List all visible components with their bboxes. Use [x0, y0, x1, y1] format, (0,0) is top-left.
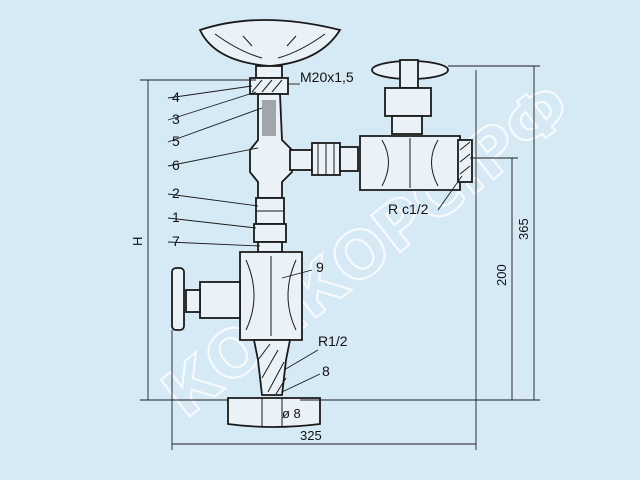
part-number-4: 4 — [172, 89, 180, 105]
part-number-9: 9 — [316, 259, 324, 275]
thread-label-right: R c1/2 — [388, 201, 429, 217]
dimension-lines — [140, 65, 540, 450]
bottom-fitting — [227, 339, 321, 428]
part-number-3: 3 — [172, 111, 180, 127]
part-number-6: 6 — [172, 157, 180, 173]
dimension-diameter: ø 8 — [282, 406, 301, 421]
right-valve — [359, 59, 473, 191]
leader-lines — [167, 83, 463, 393]
watermark-text: КОНКОРС.РФ — [149, 69, 585, 432]
gauge-nipple — [249, 65, 289, 95]
dimension-365: 365 — [516, 218, 531, 240]
gauge-dish — [198, 19, 342, 67]
part-number-1: 1 — [172, 209, 180, 225]
part-number-7: 7 — [172, 233, 180, 249]
dimension-200: 200 — [494, 264, 509, 286]
thread-label-bottom: R1/2 — [318, 333, 348, 349]
dimension-h: H — [130, 237, 145, 246]
dimension-325: 325 — [300, 428, 322, 443]
lower-valve — [171, 251, 303, 341]
horizontal-branch — [289, 142, 359, 176]
part-number-8: 8 — [322, 363, 330, 379]
thread-label-top: M20x1,5 — [300, 69, 354, 85]
part-number-5: 5 — [172, 133, 180, 149]
connector-nuts — [253, 197, 287, 253]
part-number-2: 2 — [172, 185, 180, 201]
